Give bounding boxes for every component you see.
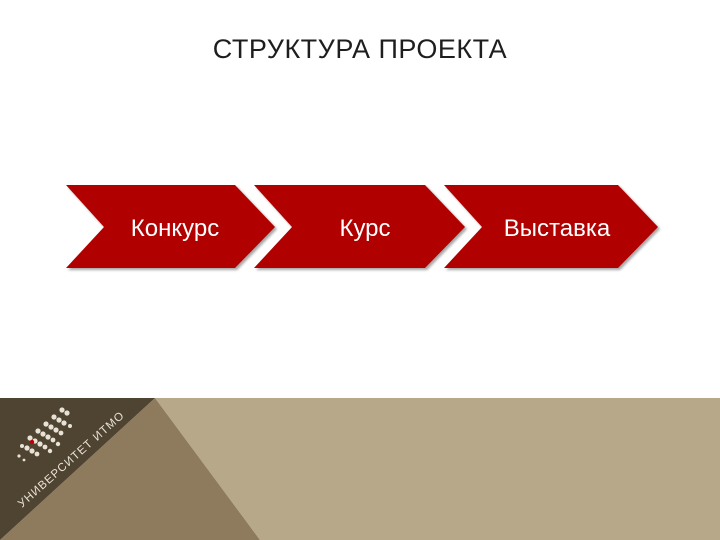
chevron-step-1-label: Конкурс bbox=[131, 215, 219, 242]
footer-dark-band bbox=[0, 398, 155, 540]
chevron-step-1 bbox=[66, 185, 275, 268]
chevron-step-2 bbox=[254, 185, 465, 268]
footer-light-band bbox=[155, 398, 720, 540]
chevron-step-3-label: Выставка bbox=[504, 215, 611, 242]
logo-red-dot-icon bbox=[29, 439, 35, 445]
logo-text: УНИВЕРСИТЕТ ИТМО bbox=[16, 409, 127, 510]
chevron-step-2-label: Курс bbox=[339, 215, 390, 242]
slide-title: СТРУКТУРА ПРОЕКТА bbox=[212, 34, 508, 64]
footer-mid-band bbox=[0, 398, 260, 540]
logo-dot-pattern-icon bbox=[17, 407, 72, 462]
chevron-step-3 bbox=[444, 185, 658, 268]
